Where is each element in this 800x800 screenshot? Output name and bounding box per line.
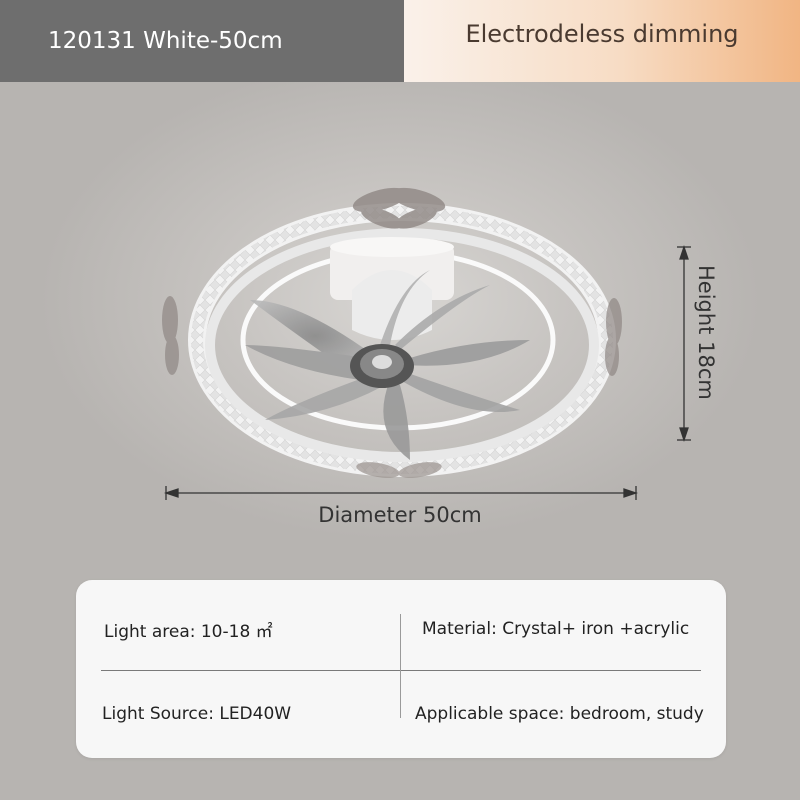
height-label: Height 18cm xyxy=(686,265,726,405)
butterfly-ornament-bottom xyxy=(356,462,442,478)
feature-banner-text: Electrodeless dimming xyxy=(465,20,739,48)
variant-label-text: 120131 White-50cm xyxy=(48,28,283,54)
fan-blades xyxy=(245,270,530,460)
height-dimension-line xyxy=(677,244,691,443)
butterfly-ornament-top xyxy=(352,187,446,229)
diameter-label: Diameter 50cm xyxy=(318,503,482,527)
spec-divider-horizontal xyxy=(101,670,701,671)
spec-card: Light area: 10-18 ㎡ Material: Crystal+ i… xyxy=(76,580,726,758)
butterfly-ornament-right xyxy=(605,298,622,376)
spec-applicable-space: Applicable space: bedroom, study xyxy=(415,704,704,724)
outer-crystal-ring xyxy=(188,203,616,477)
butterfly-ornament-left xyxy=(162,296,179,375)
spec-divider-vertical xyxy=(400,614,401,718)
spec-material: Material: Crystal+ iron +acrylic xyxy=(422,619,690,639)
fan-hub xyxy=(350,344,414,388)
variant-label: 120131 White-50cm xyxy=(0,0,404,82)
height-label-text: Height 18cm xyxy=(694,265,718,400)
spec-light-source: Light Source: LED40W xyxy=(102,704,292,724)
feature-banner: Electrodeless dimming xyxy=(404,0,800,82)
diameter-dimension-line xyxy=(163,486,639,500)
spec-light-area: Light area: 10-18 ㎡ xyxy=(104,622,273,642)
